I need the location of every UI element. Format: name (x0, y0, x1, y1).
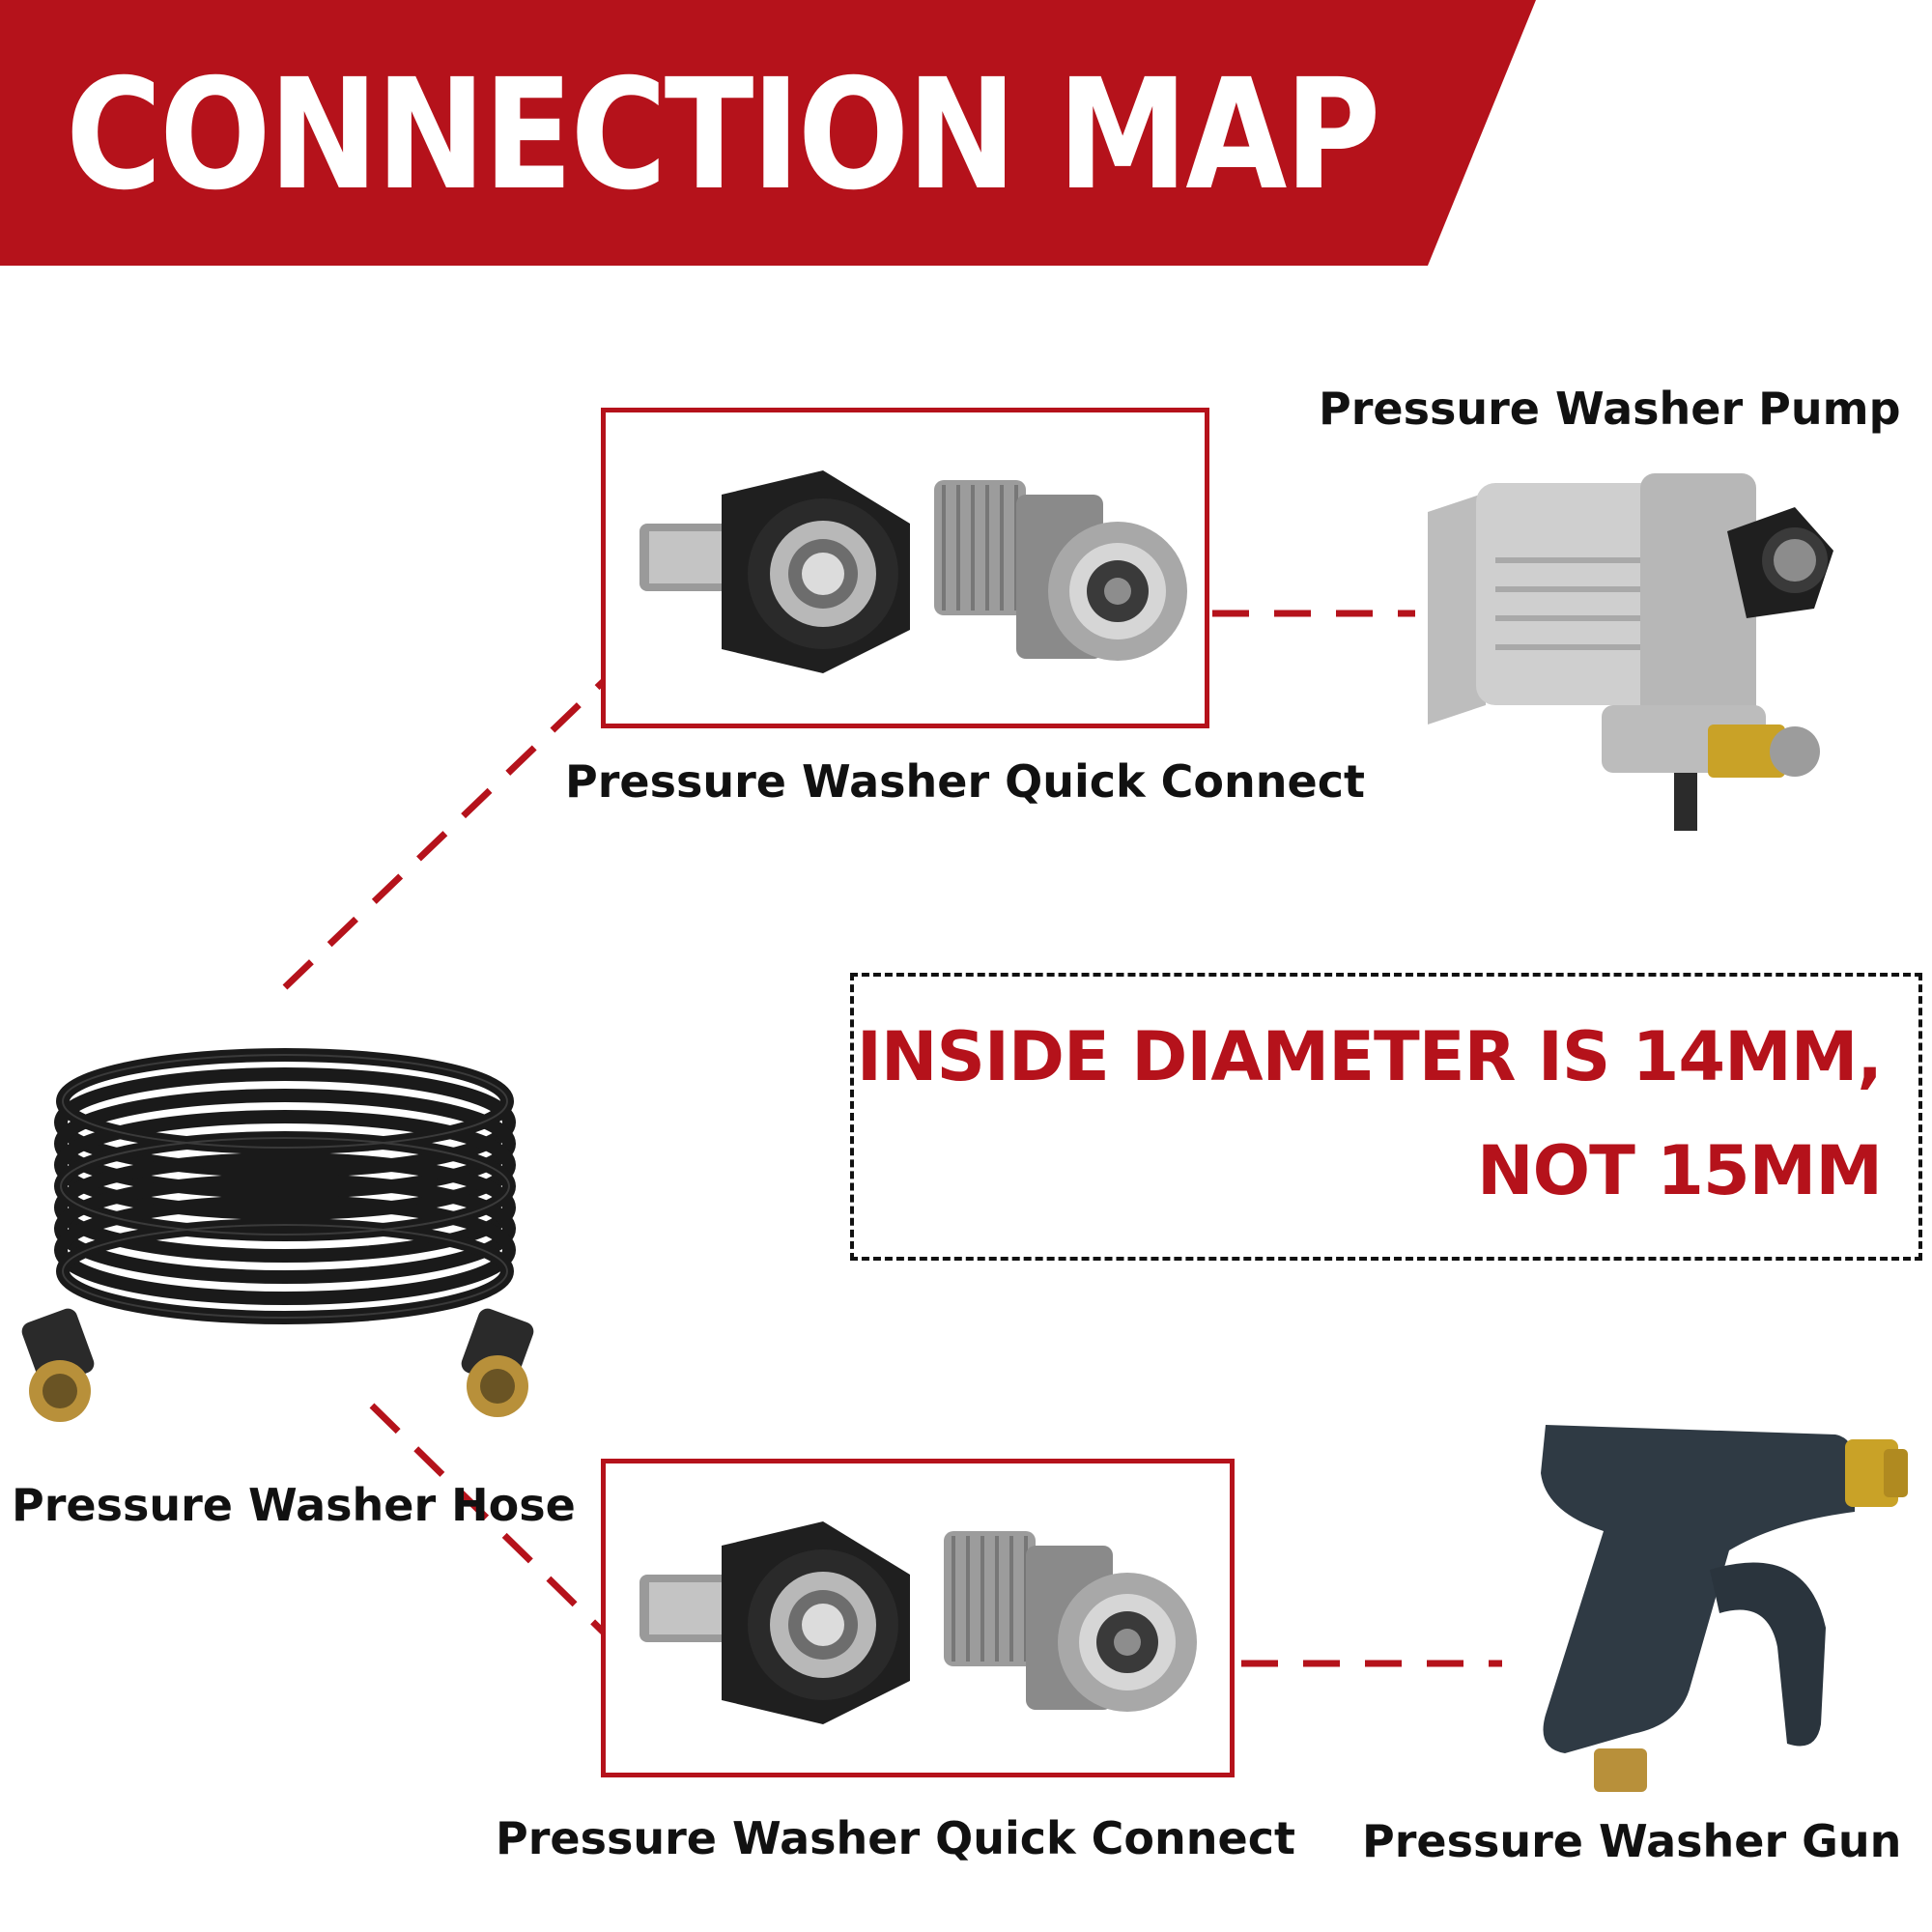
label-hose: Pressure Washer Hose (12, 1479, 576, 1531)
hose-coil-image (21, 1048, 534, 1422)
label-gun: Pressure Washer Gun (1362, 1815, 1902, 1867)
quick-connect-box-bottom (601, 1459, 1235, 1777)
connector-hose-to-bottom-qc (369, 1403, 607, 1635)
quick-connect-adapter-icon (639, 470, 910, 673)
connector-hose-to-top-qc (282, 678, 607, 990)
pump-image (1428, 473, 1833, 831)
spray-gun-image (1541, 1425, 1908, 1792)
label-quick-connect-bottom: Pressure Washer Quick Connect (496, 1812, 1295, 1864)
quick-connect-coupler-icon (934, 480, 1187, 661)
note-line-1: INSIDE DIAMETER IS 14MM, (856, 1017, 1883, 1096)
label-pump: Pressure Washer Pump (1319, 383, 1901, 435)
label-quick-connect-top: Pressure Washer Quick Connect (565, 755, 1365, 808)
note-line-2: NOT 15MM (1477, 1131, 1883, 1210)
quick-connect-adapter-icon (639, 1521, 910, 1724)
header-banner (0, 0, 1536, 266)
quick-connect-box-top (601, 408, 1209, 728)
diameter-note-box: INSIDE DIAMETER IS 14MM, NOT 15MM (850, 973, 1922, 1261)
page-title: CONNECTION MAP (66, 46, 1380, 224)
quick-connect-coupler-icon (944, 1531, 1197, 1712)
